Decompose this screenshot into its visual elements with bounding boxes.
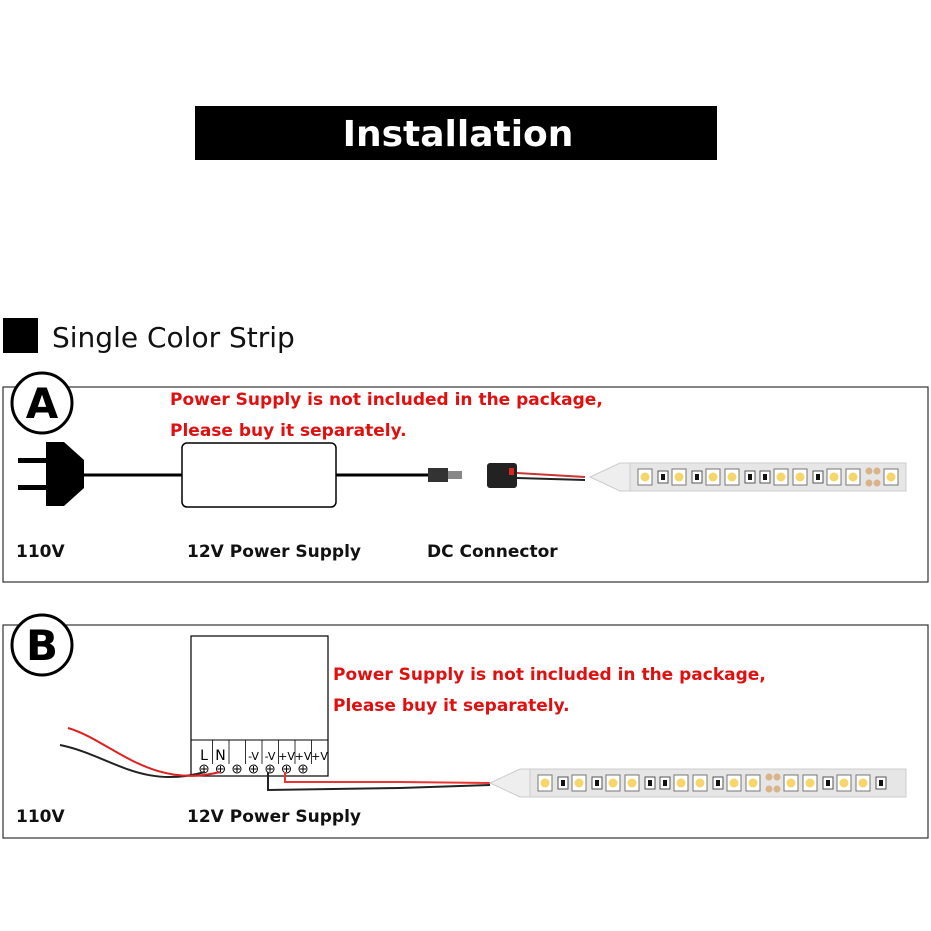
notice-line-2: Please buy it separately. <box>333 696 570 716</box>
terminal-label: +V <box>295 750 312 763</box>
notice-line-2: Please buy it separately. <box>170 421 407 441</box>
label-110v: 110V <box>16 542 65 562</box>
power-supply-box <box>190 635 329 777</box>
led-strip <box>588 462 907 492</box>
section-marker <box>3 318 38 353</box>
page-title: Installation <box>343 114 574 155</box>
panel-letter: A <box>26 379 59 428</box>
solder-pad <box>773 785 781 793</box>
label-power-supply: 12V Power Supply <box>187 807 361 827</box>
panel-letter-badge <box>10 613 74 677</box>
solder-pad <box>865 467 873 475</box>
terminal-label: -V <box>248 750 259 763</box>
section-title: Single Color Strip <box>52 321 295 354</box>
notice-line-1: Power Supply is not included in the pack… <box>333 665 766 685</box>
dc-connector-icon <box>428 463 586 488</box>
terminal-label: -V <box>265 750 276 763</box>
solder-pad <box>873 467 881 475</box>
label-110v: 110V <box>16 807 65 827</box>
solder-pad <box>865 479 873 487</box>
solder-pad <box>765 785 773 793</box>
terminal-label: +V <box>311 750 328 763</box>
solder-pad <box>765 773 773 781</box>
panel-letter: B <box>26 621 58 670</box>
label-power-supply: 12V Power Supply <box>187 542 361 562</box>
solder-pad <box>773 773 781 781</box>
power-supply-box <box>181 442 337 508</box>
notice-line-1: Power Supply is not included in the pack… <box>170 390 603 410</box>
terminal-label: +V <box>278 750 295 763</box>
panel-a: A Power Supply is not included in the pa… <box>2 371 929 583</box>
terminal-label: L <box>200 748 208 764</box>
terminal-label: N <box>215 748 225 764</box>
panel-b: B Power Supply is not included in the pa… <box>2 613 929 839</box>
title-banner <box>195 106 717 160</box>
label-dc-connector: DC Connector <box>427 542 558 562</box>
led-strip <box>488 768 907 798</box>
plug-icon <box>18 442 84 506</box>
solder-pad <box>873 479 881 487</box>
panel-letter-badge <box>10 371 74 435</box>
